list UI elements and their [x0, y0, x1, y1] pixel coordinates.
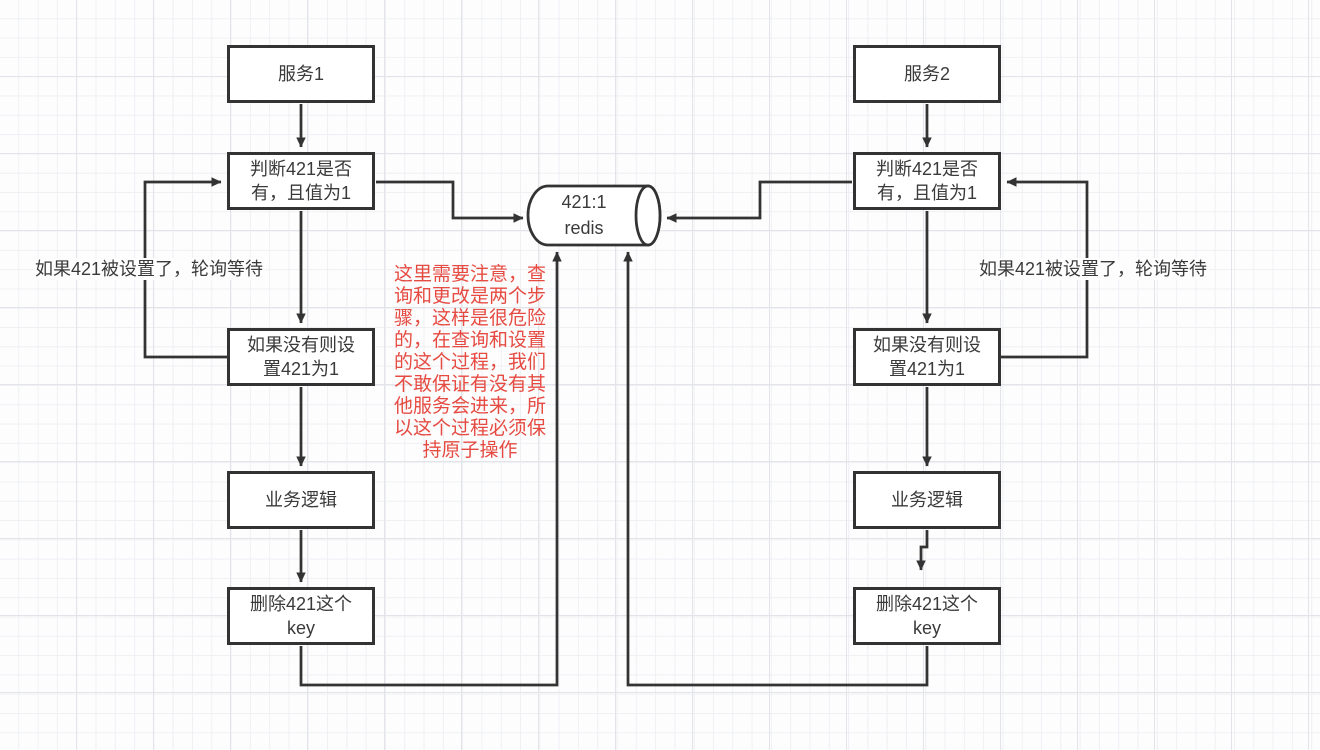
redis-node-label: 421:1 redis	[561, 192, 607, 238]
wait-poll-label-right: 如果421被设置了，轮询等待	[977, 258, 1210, 280]
node-delete-key-right: 删除421这个 key	[853, 587, 1001, 645]
wait-poll-label-left: 如果421被设置了，轮询等待	[33, 258, 266, 280]
node-check-421-right: 判断421是否 有，且值为1	[853, 152, 1001, 210]
edge-delete2-to-redis	[623, 251, 929, 687]
node-business-left: 业务逻辑	[227, 471, 375, 529]
edge-check1-to-redis	[376, 180, 524, 223]
node-service-2: 服务2	[853, 45, 1001, 103]
edge-check2-to-redis	[666, 180, 852, 223]
node-set-421-left: 如果没有则设 置421为1	[227, 328, 375, 386]
edge-delete1-to-redis	[299, 251, 562, 687]
node-set-421-right: 如果没有则设 置421为1	[853, 328, 1001, 386]
atomic-operation-note: 这里需要注意，查 询和更改是两个步 骤，这样是很危险 的，在查询和设置 的这个过…	[393, 264, 546, 461]
node-check-421-left: 判断421是否 有，且值为1	[227, 152, 375, 210]
node-delete-key-left: 删除421这个 key	[227, 587, 375, 645]
node-business-right: 业务逻辑	[853, 471, 1001, 529]
edge-business2-to-delete2	[916, 530, 929, 571]
redis-cylinder-shape	[526, 184, 662, 247]
node-service-1: 服务1	[227, 45, 375, 103]
